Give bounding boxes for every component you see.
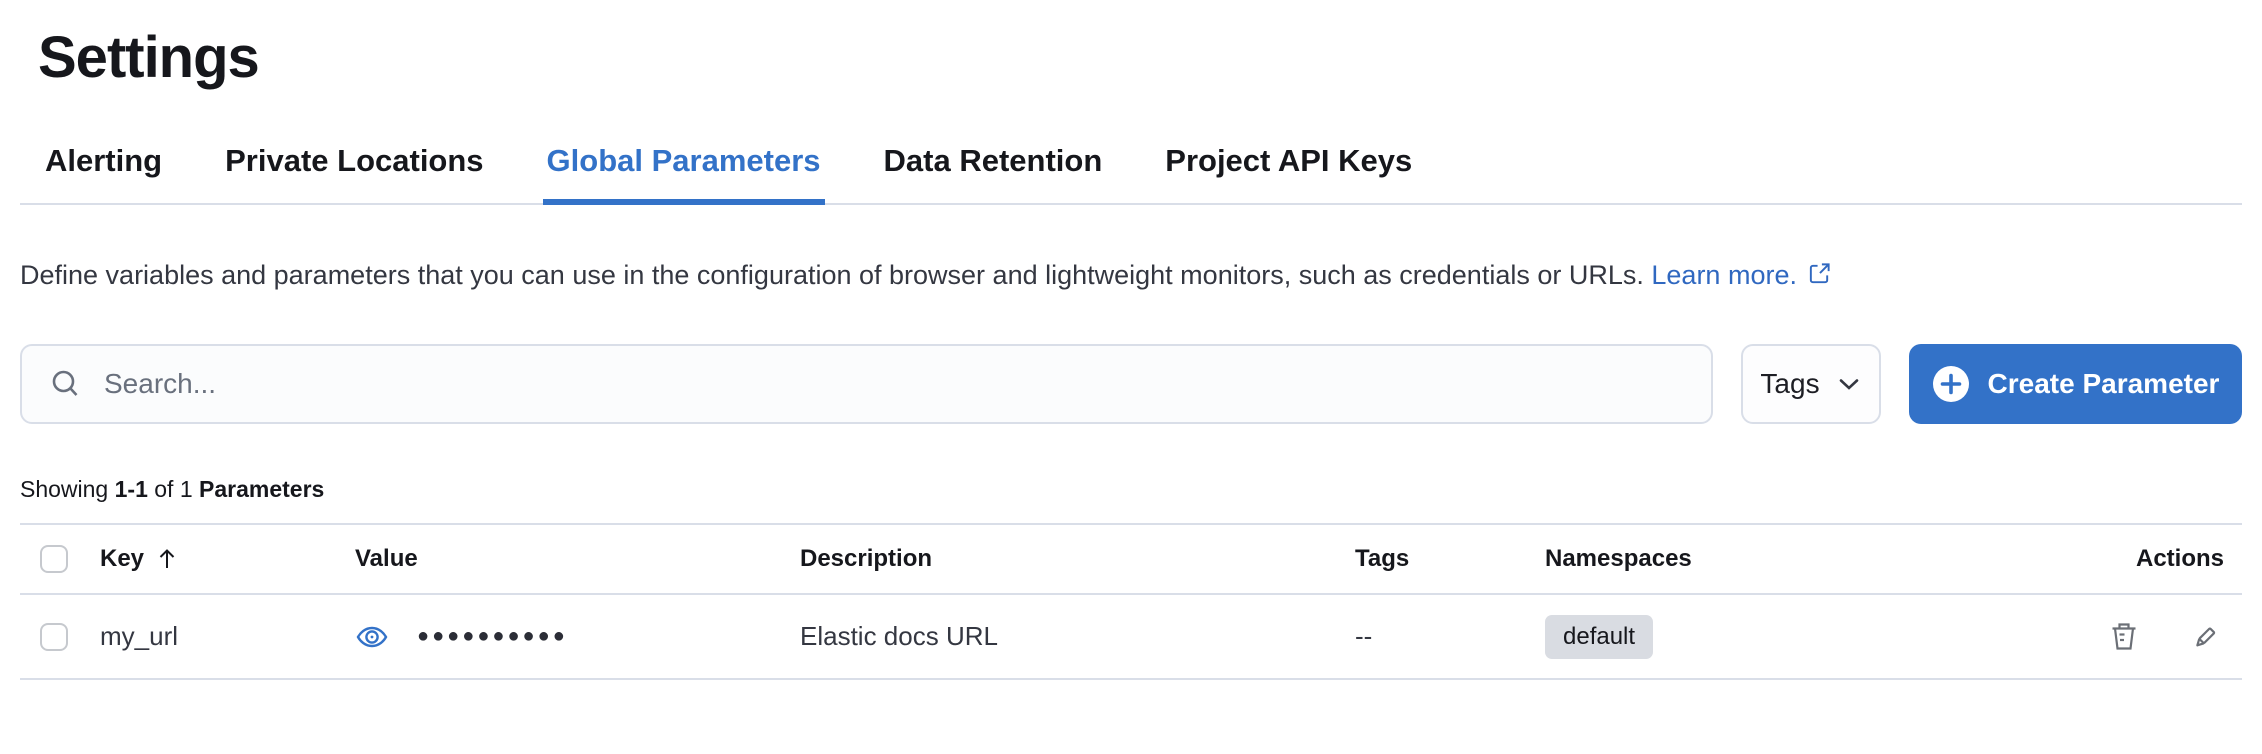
pencil-icon — [2196, 626, 2216, 646]
row-checkbox-cell — [20, 622, 100, 651]
tab-private-locations[interactable]: Private Locations — [225, 143, 484, 178]
edit-parameter-button[interactable] — [2188, 619, 2224, 655]
param-tags: -- — [1355, 621, 1373, 651]
learn-more-link[interactable]: Learn more. — [1651, 260, 1832, 290]
tags-filter-button[interactable]: Tags — [1741, 344, 1881, 424]
namespace-badge: default — [1545, 614, 1654, 659]
page-title: Settings — [38, 25, 260, 90]
tab-global-parameters[interactable]: Global Parameters — [542, 143, 825, 205]
row-actions — [1905, 619, 2242, 655]
learn-more-label: Learn more. — [1651, 260, 1797, 290]
column-header-actions: Actions — [2135, 545, 2224, 572]
select-all-checkbox[interactable] — [40, 545, 68, 573]
param-value-cell: ●●●●●●●●●● — [355, 620, 800, 654]
page-description: Define variables and parameters that you… — [20, 251, 2238, 300]
param-namespaces: default — [1545, 614, 1905, 659]
parameters-toolbar: Tags Create Parameter — [20, 344, 2242, 424]
settings-page: Settings Alerting Private Locations Glob… — [0, 24, 2262, 754]
sort-ascending-icon — [159, 549, 175, 568]
parameters-table: Key Value Description Tags Namespaces Ac… — [20, 523, 2242, 680]
results-summary: Showing 1-1 of 1 Parameters — [20, 476, 2242, 503]
column-header-value: Value — [355, 545, 418, 572]
search-input[interactable] — [104, 368, 1685, 400]
tab-alerting[interactable]: Alerting — [45, 143, 163, 178]
settings-tabs: Alerting Private Locations Global Parame… — [20, 143, 2242, 205]
tab-project-api-keys[interactable]: Project API Keys — [1165, 143, 1413, 178]
column-header-description: Description — [800, 545, 933, 572]
reveal-value-button[interactable] — [355, 620, 389, 654]
param-description: Elastic docs URL — [800, 621, 998, 651]
summary-of: of 1 — [154, 476, 193, 502]
column-header-key-label: Key — [100, 545, 145, 572]
eye-icon — [356, 626, 388, 647]
column-header-key[interactable]: Key — [100, 545, 355, 573]
description-text: Define variables and parameters that you… — [20, 260, 1644, 290]
search-icon — [52, 370, 78, 396]
column-header-namespaces: Namespaces — [1545, 545, 1692, 572]
masked-value: ●●●●●●●●●● — [417, 625, 568, 647]
tab-data-retention[interactable]: Data Retention — [883, 143, 1103, 178]
plus-circle-icon — [1932, 366, 1969, 402]
table-header-row: Key Value Description Tags Namespaces Ac… — [20, 523, 2242, 595]
delete-parameter-button[interactable] — [2106, 619, 2142, 655]
tags-filter-label: Tags — [1760, 368, 1820, 399]
row-checkbox[interactable] — [40, 622, 68, 651]
create-parameter-button[interactable]: Create Parameter — [1909, 344, 2242, 424]
trash-icon — [2112, 622, 2136, 650]
table-row: my_url ●●●●●●●●●● Elastic docs URL -- de… — [20, 595, 2242, 680]
summary-entity: Parameters — [199, 476, 325, 502]
header-checkbox-cell — [20, 545, 100, 573]
param-key: my_url — [100, 621, 179, 651]
summary-range: 1-1 — [114, 476, 148, 502]
chevron-down-icon — [1839, 379, 1858, 390]
create-parameter-label: Create Parameter — [1987, 368, 2220, 399]
search-box[interactable] — [20, 344, 1713, 424]
summary-showing: Showing — [20, 476, 109, 502]
column-header-tags: Tags — [1355, 545, 1410, 572]
external-link-icon — [1807, 253, 1832, 284]
